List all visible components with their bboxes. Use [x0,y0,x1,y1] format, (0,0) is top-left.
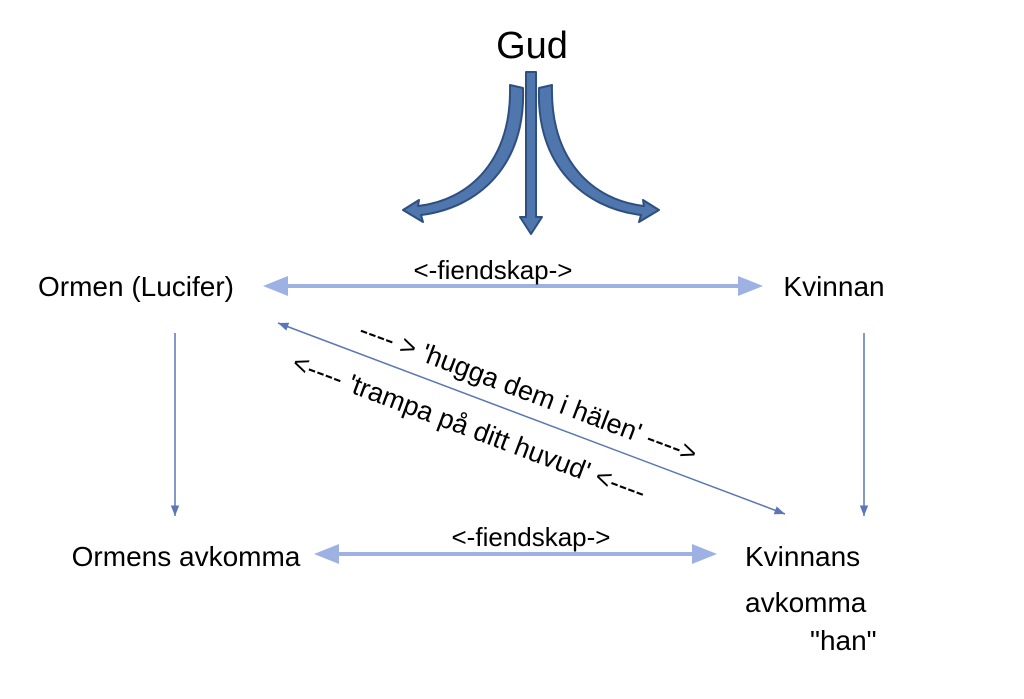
woman-offspring-label-line3: "han" [810,625,877,656]
woman-label: Kvinnan [783,271,884,302]
woman-offspring-label-line2: avkomma [745,587,867,618]
woman-offspring-label-line1: Kvinnans [745,541,860,572]
enmity-top-label: <-fiendskap-> [414,255,573,285]
god-arrow-left-branch [402,84,525,223]
enmity-bottom-arrow [314,544,717,564]
serpent-label: Ormen (Lucifer) [38,271,234,302]
serpent-offspring-label: Ormens avkomma [72,541,301,572]
enmity-bottom-label: <-fiendskap-> [452,522,611,552]
god-label: Gud [496,25,568,67]
diagonal-conflict-arrow [277,322,786,515]
god-arrow-right-branch [537,84,660,223]
enmity-top-arrow [263,276,763,296]
god-arrow-center-shaft [519,71,543,235]
god-branching-arrow-icon [402,71,660,235]
